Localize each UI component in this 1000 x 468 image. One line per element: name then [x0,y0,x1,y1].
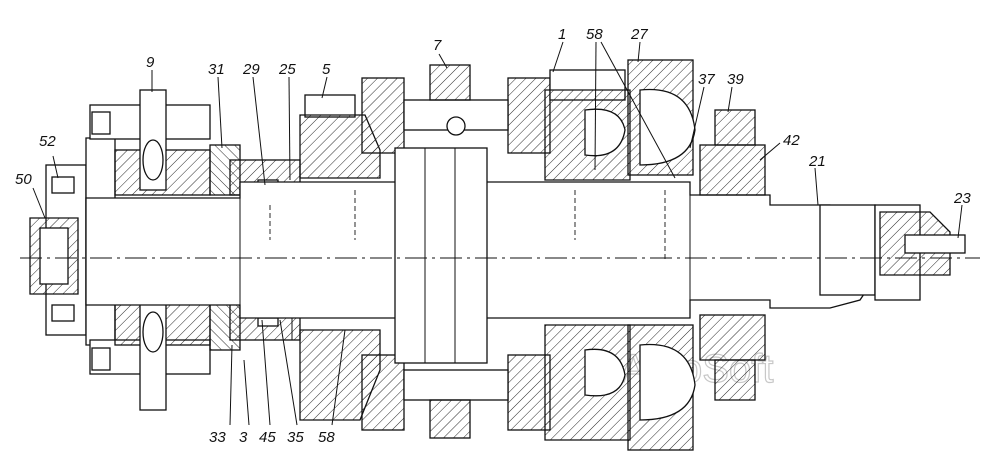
callout-9: 9 [146,54,155,71]
end-fitting [819,204,966,301]
gear-9 [114,89,211,411]
callout-7: 7 [433,37,442,54]
callout-29: 29 [242,61,260,78]
callout-37: 37 [698,71,715,88]
callout-58-top: 58 [586,26,603,43]
callout-1: 1 [558,26,566,43]
callout-25: 25 [278,61,296,78]
bearing-carrier [699,109,766,401]
callouts: 52 50 9 31 29 25 5 7 1 58 27 37 39 42 21… [15,26,971,446]
callout-50: 50 [15,171,32,188]
gear-27 [627,59,696,451]
callout-42: 42 [783,132,800,149]
callout-23: 23 [953,190,971,207]
callout-39: 39 [727,71,744,88]
callout-35: 35 [287,429,304,446]
callout-21: 21 [808,153,826,170]
callout-5: 5 [322,61,331,78]
callout-58-bottom: 58 [318,429,335,446]
callout-27: 27 [630,26,648,43]
callout-31: 31 [208,61,225,78]
callout-52: 52 [39,133,56,150]
callout-33: 33 [209,429,226,446]
callout-45: 45 [259,429,276,446]
synchronizer-7 [361,64,551,439]
leader-lines [32,41,963,426]
gear-5 [299,94,381,421]
callout-3: 3 [239,429,248,446]
